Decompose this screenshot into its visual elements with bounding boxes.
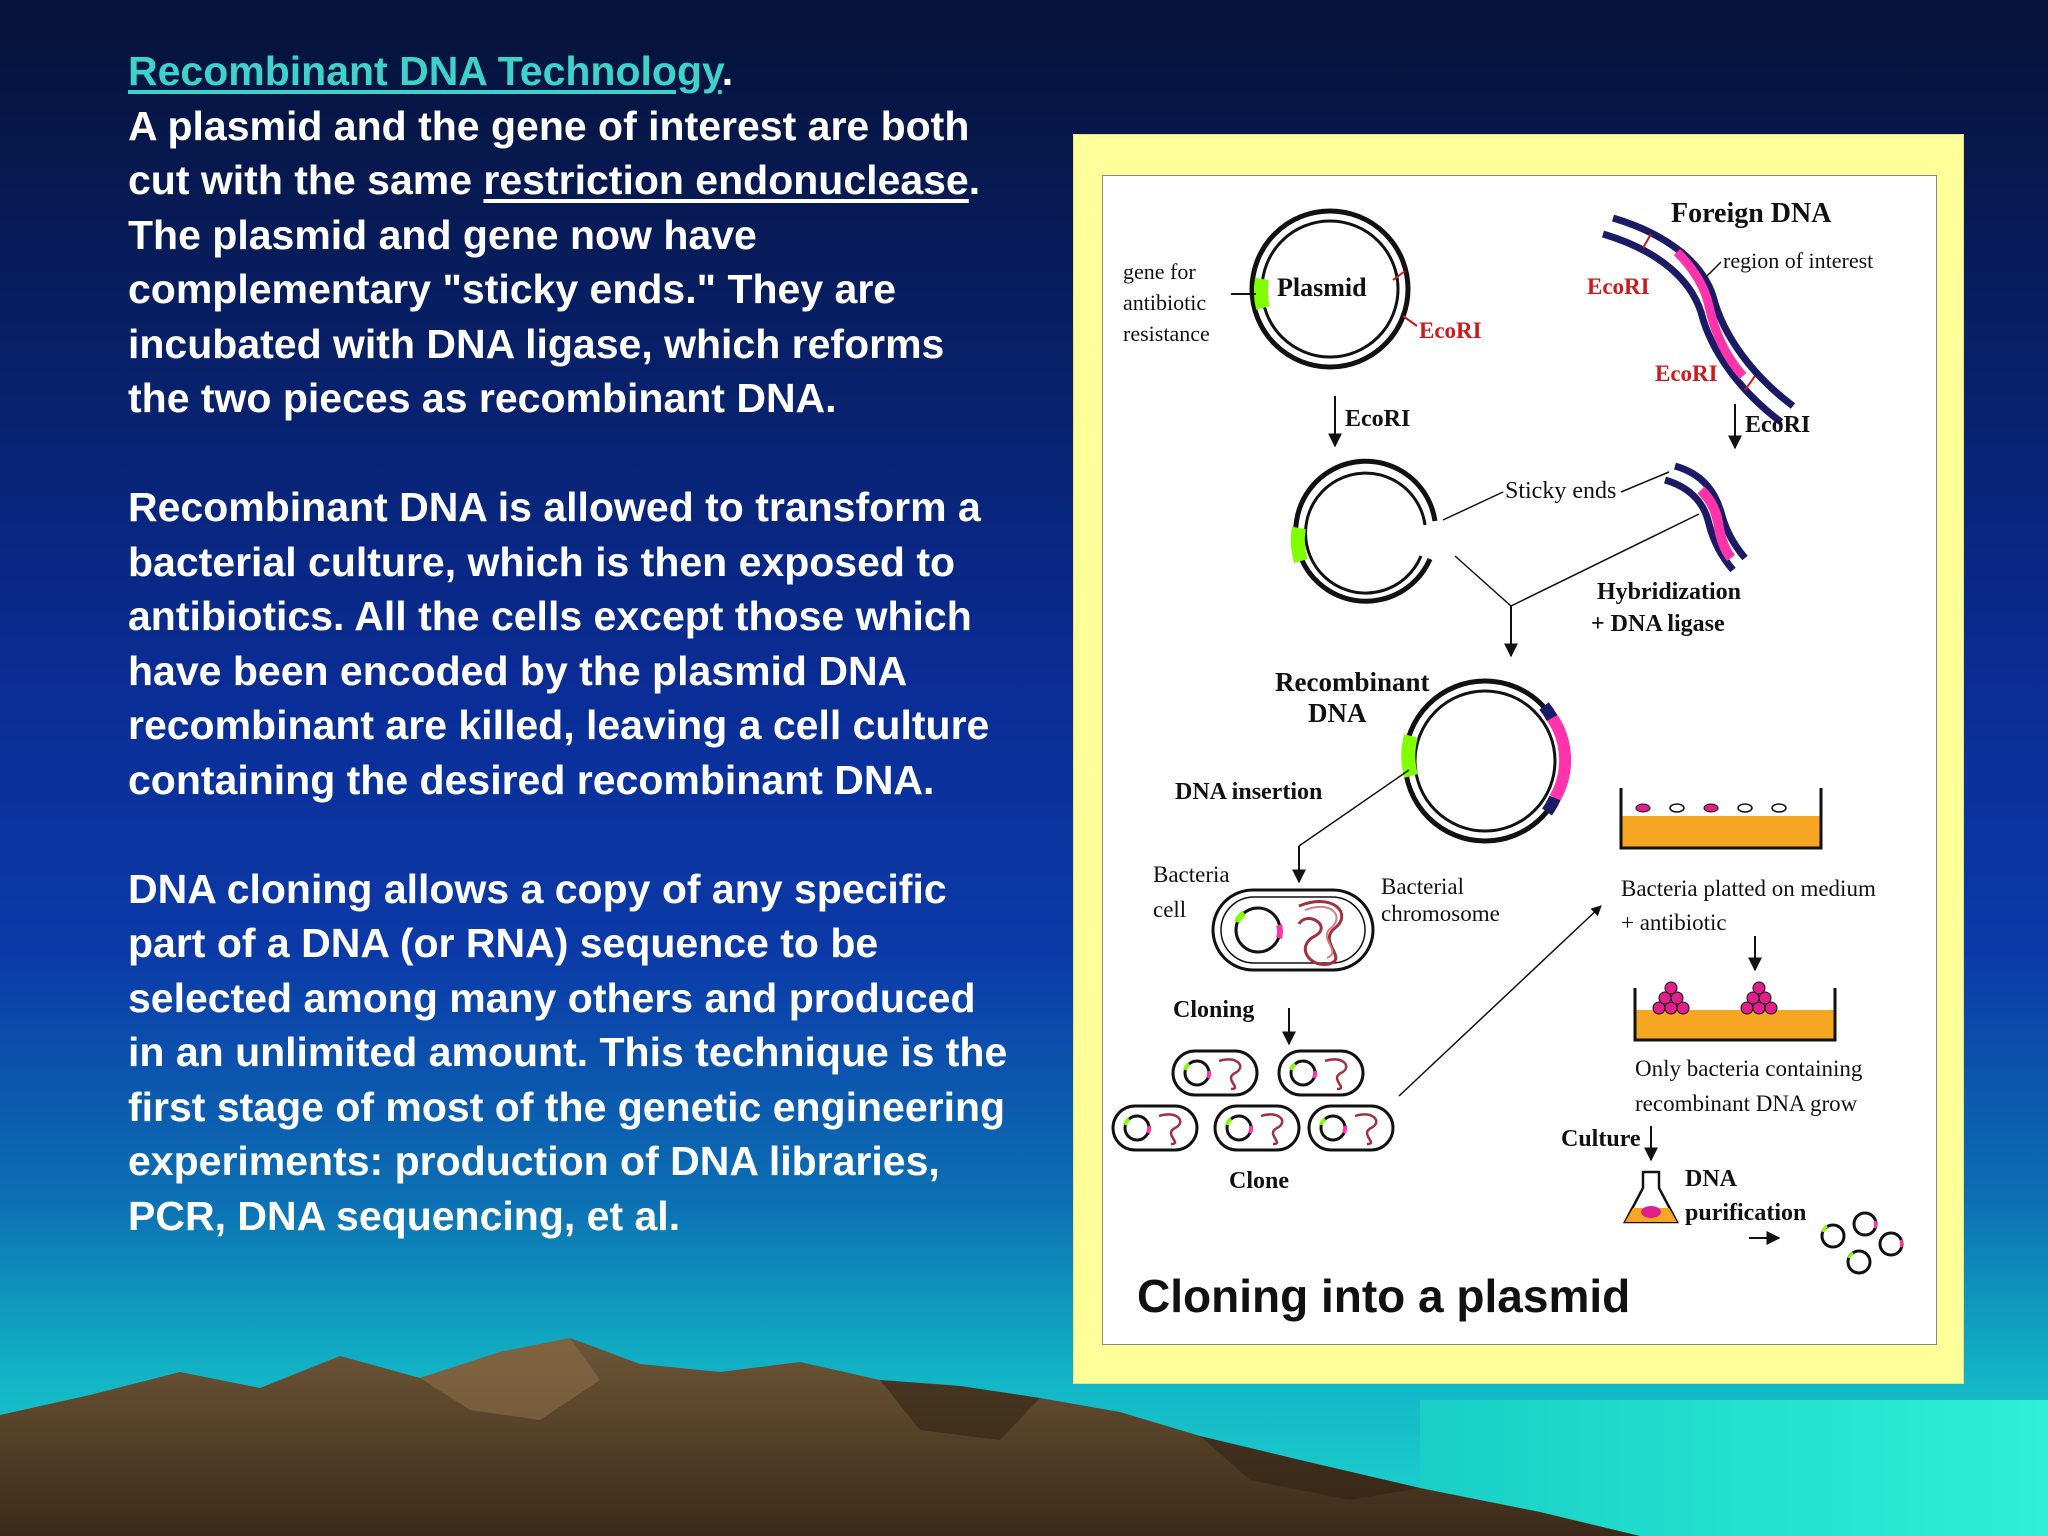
recombinant-label-line2: DNA [1308, 698, 1367, 728]
dna-insertion-label: DNA insertion [1175, 779, 1322, 805]
clone-cell-4 [1213, 1104, 1301, 1152]
gene-label-line1: gene for [1123, 259, 1196, 284]
purified-plasmids-icon [1820, 1211, 1904, 1275]
ecori-plasmid-pointer [1402, 315, 1418, 327]
to-plate-arrow [1398, 905, 1602, 1097]
cloning-label: Cloning [1173, 997, 1254, 1023]
paragraph-1: A plasmid and the gene of interest are b… [128, 99, 1008, 426]
sticky-ends-pointer-right [1620, 471, 1670, 493]
platted-label-line1: Bacteria platted on medium [1621, 876, 1876, 901]
dna-purification-label-line2: purification [1685, 1200, 1806, 1226]
only-bacteria-label-line2: recombinant DNA grow [1635, 1091, 1858, 1116]
ecori-foreign-bottom-label: EcoRI [1655, 361, 1718, 386]
plasmid-icon [1249, 208, 1411, 370]
bacterial-chromosome-label-line1: Bacterial [1381, 874, 1464, 899]
paragraph-gap [128, 426, 1008, 481]
slide-text-block: Recombinant DNA Technology. A plasmid an… [128, 44, 1008, 1243]
recombinant-plasmid-icon [1401, 678, 1572, 844]
title-period: . [721, 48, 734, 94]
dna-insertion-arrow [1298, 769, 1410, 847]
paragraph-2: Recombinant DNA is allowed to transform … [128, 484, 990, 803]
title-line: Recombinant DNA Technology. [128, 44, 1008, 99]
paragraph-1-start: A plasmid and the gene of interest are b… [128, 102, 970, 204]
restriction-endonuclease-link[interactable]: restriction endonuclease [483, 157, 969, 203]
hybridization-label-line1: Hybridization [1597, 579, 1741, 605]
only-bacteria-label-line1: Only bacteria containing [1635, 1056, 1863, 1081]
paragraph-gap [128, 807, 1008, 862]
flask-icon [1622, 1170, 1680, 1224]
sticky-ends-label: Sticky ends [1505, 478, 1616, 504]
converge-line-right [1510, 513, 1700, 607]
figure-frame: gene for antibiotic resistance Plasmid E… [1073, 134, 1964, 1384]
platted-label-line2: + antibiotic [1621, 910, 1727, 935]
converge-line-left [1454, 555, 1512, 607]
recombinant-label-line1: Recombinant [1275, 667, 1430, 697]
cloning-diagram: gene for antibiotic resistance Plasmid E… [1111, 198, 1904, 1322]
bacteria-cell-label-line1: Bacteria [1153, 862, 1230, 887]
dna-purification-label-line1: DNA [1685, 1166, 1738, 1192]
sticky-ends-pointer-left [1442, 491, 1504, 521]
hybridization-label-line2: + DNA ligase [1591, 611, 1725, 637]
region-of-interest-label: region of interest [1723, 248, 1873, 273]
foreign-dna-strand [1601, 214, 1796, 425]
bacteria-cell-icon [1211, 888, 1375, 972]
paragraph-3: DNA cloning allows a copy of any specifi… [128, 865, 1008, 1239]
figure-caption: Cloning into a plasmid [1137, 1270, 1630, 1322]
cut-foreign-fragment [1663, 462, 1748, 573]
title-link[interactable]: Recombinant DNA Technology [128, 48, 722, 94]
ecori-plasmid-label: EcoRI [1419, 318, 1482, 343]
ecori-foreign-top-label: EcoRI [1587, 274, 1650, 299]
agar-plate-2-icon [1633, 981, 1837, 1042]
paragraph-1-end: . The plasmid and gene now have compleme… [128, 157, 981, 421]
clone-cell-1 [1171, 1049, 1259, 1097]
figure-panel: gene for antibiotic resistance Plasmid E… [1102, 175, 1937, 1345]
foreign-dna-label: Foreign DNA [1671, 198, 1832, 229]
agar-plate-1-icon [1619, 788, 1823, 850]
clone-cell-2 [1277, 1049, 1365, 1097]
region-pointer [1706, 261, 1722, 277]
bacterial-chromosome-label-line2: chromosome [1381, 901, 1500, 926]
clone-cell-5 [1307, 1104, 1395, 1152]
plasmid-label: Plasmid [1277, 273, 1367, 302]
culture-label: Culture [1561, 1126, 1641, 1152]
cut-plasmid-icon [1290, 458, 1438, 604]
clone-cell-3 [1111, 1104, 1199, 1152]
gene-label-line3: resistance [1123, 321, 1210, 346]
gene-label-line2: antibiotic [1123, 290, 1206, 315]
ecori-arrow-left-label: EcoRI [1345, 406, 1410, 432]
bacteria-cell-label-line2: cell [1153, 897, 1186, 922]
clone-label: Clone [1229, 1168, 1289, 1194]
ecori-arrow-right-label: EcoRI [1745, 412, 1810, 438]
